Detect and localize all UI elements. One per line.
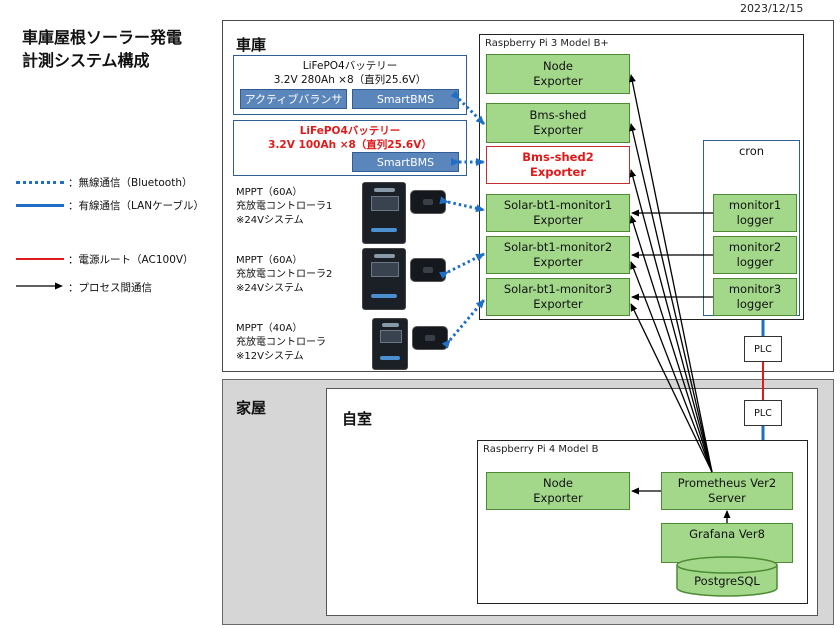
bt-link-bms1 [450, 90, 486, 126]
scrape-bms-shed2 [629, 169, 713, 473]
house-label: 家屋 [236, 399, 267, 417]
raspberry-pi4-label: Raspberry Pi 4 Model B [483, 444, 599, 455]
wired-line-swatch [16, 204, 64, 207]
legend-wired-label: ：有線通信（LANケーブル） [68, 200, 204, 212]
prometheus-server: Prometheus Ver2 Server [661, 472, 793, 510]
solar-monitor3-exporter-line-2: Exporter [533, 297, 583, 311]
monitor2-logger-line-2: logger [736, 255, 774, 269]
pi4-node-exporter: Node Exporter [486, 472, 630, 510]
scrape-solar2 [630, 261, 713, 473]
bms-shed2-exporter-line-1: Bms-shed2 [522, 150, 594, 164]
mppt-3-line-2: 充放電コントローラ [236, 337, 326, 348]
mppt-3-line-3: ※12Vシステム [236, 351, 304, 362]
smartbms-1: SmartBMS [352, 89, 459, 109]
bms-shed-exporter-line-2: Exporter [533, 123, 583, 137]
mppt-1-label: MPPT（60A） 充放電コントローラ1 ※24Vシステム [236, 186, 332, 228]
solar-monitor1-exporter: Solar-bt1-monitor1 Exporter [486, 194, 630, 232]
prometheus-server-line-1: Prometheus Ver2 [677, 476, 777, 490]
scrape-solar1 [629, 215, 713, 473]
bms-shed-exporter-line-1: Bms-shed [529, 108, 587, 122]
smartbms-2: SmartBMS [352, 152, 459, 172]
scrape-bms-shed [629, 123, 713, 473]
pi4-node-exporter-line-2: Exporter [533, 491, 583, 505]
solar-monitor2-exporter-line-2: Exporter [533, 255, 583, 269]
prometheus-server-line-2: Server [708, 491, 746, 505]
mppt-3-label: MPPT（40A） 充放電コントローラ ※12Vシステム [236, 322, 326, 364]
plc-house: PLC [744, 400, 782, 426]
solar-monitor2-exporter: Solar-bt1-monitor2 Exporter [486, 236, 630, 274]
battery-2-title: LiFePO4バッテリー [299, 125, 401, 137]
bt-link-mppt3 [441, 299, 486, 349]
plc-garage: PLC [744, 336, 782, 362]
mppt-1-line-2: 充放電コントローラ1 [236, 201, 333, 212]
title-line-2: 計測システム構成 [22, 51, 150, 70]
mppt-2-line-3: ※24Vシステム [236, 283, 304, 294]
scrape-pi3-node [628, 74, 713, 473]
mppt-3-line-1: MPPT（40A） [236, 323, 303, 334]
pi4-node-exporter-line-1: Node [542, 476, 573, 490]
legend-wireless-label: ：無線通信（Bluetooth） [68, 177, 193, 189]
mppt-2-line-2: 充放電コントローラ2 [236, 269, 333, 280]
mppt-1-device [362, 182, 406, 244]
garage-label: 車庫 [236, 36, 267, 54]
monitor2-logger: monitor2 logger [713, 236, 797, 274]
legend-power-label: ：電源ルート（AC100V） [68, 254, 194, 266]
raspberry-pi3-label: Raspberry Pi 3 Model B+ [485, 38, 609, 49]
pi3-node-exporter-line-1: Node [542, 59, 573, 73]
cron-label: cron [738, 144, 765, 158]
monitor3-logger-line-1: monitor3 [728, 282, 782, 296]
solar-monitor1-exporter-line-1: Solar-bt1-monitor1 [503, 198, 613, 212]
mppt-1-line-3: ※24Vシステム [236, 215, 304, 226]
mppt-2-device [362, 248, 406, 310]
wireless-line-swatch [16, 181, 64, 184]
battery-2-spec: 3.2V 100Ah ×8（直列25.6V） [268, 139, 432, 151]
mppt-2-label: MPPT（60A） 充放電コントローラ2 ※24Vシステム [236, 254, 332, 296]
monitor3-logger-line-2: logger [736, 297, 774, 311]
mppt-1-line-1: MPPT（60A） [236, 187, 303, 198]
legend-ipc-label: ：プロセス間通信 [68, 282, 152, 294]
pi3-node-exporter: Node Exporter [486, 54, 630, 94]
bms-shed2-exporter: Bms-shed2 Exporter [486, 146, 630, 184]
pi3-node-exporter-line-2: Exporter [533, 74, 583, 88]
bms-shed-exporter: Bms-shed Exporter [486, 103, 630, 143]
bt-link-mppt2 [439, 252, 485, 280]
title-line-1: 車庫屋根ソーラー発電 [22, 28, 183, 47]
postgresql-label: PostgreSQL [694, 574, 760, 588]
monitor2-logger-line-1: monitor2 [728, 240, 782, 254]
battery-2-panel: LiFePO4バッテリー 3.2V 100Ah ×8（直列25.6V） [233, 120, 467, 176]
monitor3-logger: monitor3 logger [713, 278, 797, 316]
solar-monitor2-exporter-line-1: Solar-bt1-monitor2 [503, 240, 613, 254]
bms-shed2-exporter-line-2: Exporter [529, 165, 587, 179]
mppt-3-device [372, 318, 408, 370]
solar-monitor3-exporter: Solar-bt1-monitor3 Exporter [486, 278, 630, 316]
date-label: 2023/12/15 [740, 2, 804, 15]
battery-1-spec: 3.2V 280Ah ×8（直列25.6V） [273, 74, 427, 86]
bt-link-mppt1 [439, 196, 485, 213]
diagram-title: 車庫屋根ソーラー発電 計測システム構成 [22, 26, 182, 72]
room-label: 自室 [342, 410, 373, 428]
solar-monitor1-exporter-line-2: Exporter [533, 213, 583, 227]
monitor1-logger-line-1: monitor1 [728, 198, 782, 212]
scrape-solar3 [630, 303, 713, 473]
mppt-2-line-1: MPPT（60A） [236, 255, 303, 266]
monitor1-logger: monitor1 logger [713, 194, 797, 232]
power-line-swatch [16, 258, 64, 260]
postgresql-cylinder: PostgreSQL [676, 556, 778, 597]
active-balancer: アクティブバランサ [240, 89, 347, 109]
monitor1-logger-line-2: logger [736, 213, 774, 227]
arrow-swatch [16, 282, 63, 290]
solar-monitor3-exporter-line-1: Solar-bt1-monitor3 [503, 282, 613, 296]
battery-1-title: LiFePO4バッテリー [302, 60, 398, 72]
